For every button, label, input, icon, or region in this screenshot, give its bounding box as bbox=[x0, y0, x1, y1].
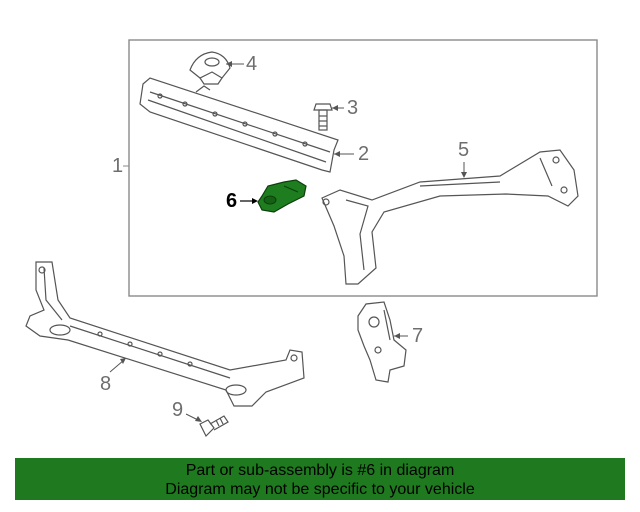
callout-2: 2 bbox=[358, 143, 370, 165]
callout-5: 5 bbox=[458, 139, 470, 161]
part-5-support bbox=[321, 149, 579, 285]
callout-1: 1 bbox=[112, 155, 124, 177]
banner-line-2: Diagram may not be specific to your vehi… bbox=[165, 481, 475, 498]
callout-3: 3 bbox=[347, 97, 359, 119]
callout-8: 8 bbox=[100, 373, 112, 395]
arrow-5 bbox=[461, 172, 467, 178]
leader-9 bbox=[185, 413, 199, 421]
part-4-mount-clip bbox=[189, 51, 231, 85]
arrow-9 bbox=[195, 416, 202, 422]
part-8-lower-crossmember bbox=[25, 261, 305, 407]
arrow-3 bbox=[332, 105, 338, 111]
info-banner: Part or sub-assembly is #6 in diagram Di… bbox=[15, 458, 625, 500]
part-7-side-bracket bbox=[357, 301, 407, 383]
part-9-bolt bbox=[199, 415, 229, 438]
leader-8 bbox=[109, 359, 125, 373]
arrow-8 bbox=[120, 358, 126, 364]
callout-6: 6 bbox=[226, 190, 238, 212]
arrow-4 bbox=[226, 61, 232, 67]
callout-4: 4 bbox=[246, 53, 258, 75]
assembly-frame bbox=[128, 39, 598, 297]
callout-9: 9 bbox=[172, 399, 184, 421]
part-3-bolt bbox=[313, 103, 333, 131]
part-6-bracket-highlighted bbox=[257, 179, 307, 213]
banner-line-1: Part or sub-assembly is #6 in diagram bbox=[185, 462, 455, 479]
arrow-2 bbox=[334, 151, 340, 157]
arrow-7 bbox=[394, 333, 400, 339]
part-2-upper-tie-bar bbox=[139, 77, 339, 173]
callout-7: 7 bbox=[412, 325, 424, 347]
arrow-6 bbox=[252, 198, 258, 204]
